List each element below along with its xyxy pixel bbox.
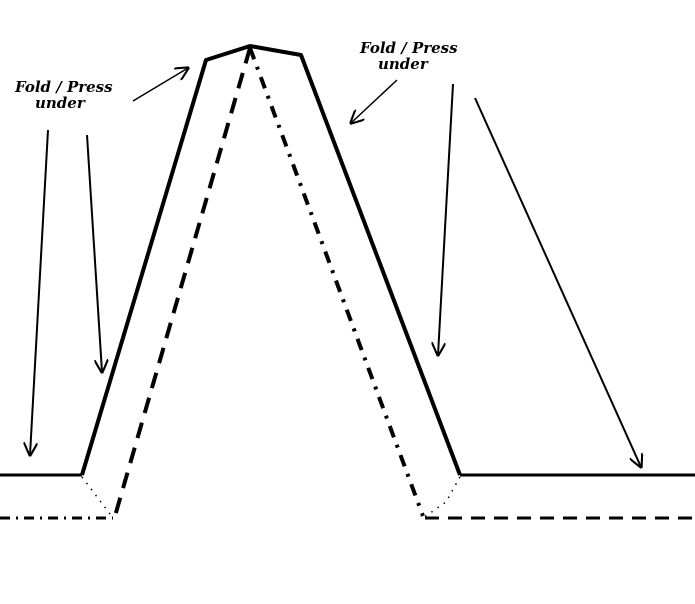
right-dotted-connector [422, 476, 461, 519]
solid-outline [0, 44, 695, 477]
arrow-icon [30, 129, 49, 455]
arrow-icon [438, 83, 454, 355]
peak-outline [80, 44, 462, 476]
left-label-line2: under [35, 94, 85, 112]
right-label-line1: Fold / Press [360, 39, 458, 57]
dashed-fold-lines [0, 47, 695, 520]
arrow-icon [86, 134, 102, 372]
right-label-line2: under [378, 55, 428, 73]
arrow-icon [351, 79, 398, 123]
left-inner-fold-line [113, 47, 252, 517]
right-inner-fold-line [248, 47, 425, 517]
left-label-line1: Fold / Press [15, 78, 113, 96]
arrow-icon [474, 97, 641, 467]
left-dotted-connector [81, 476, 114, 519]
arrow-icon [132, 68, 188, 102]
dotted-connectors [81, 476, 461, 519]
arrows [30, 68, 641, 467]
